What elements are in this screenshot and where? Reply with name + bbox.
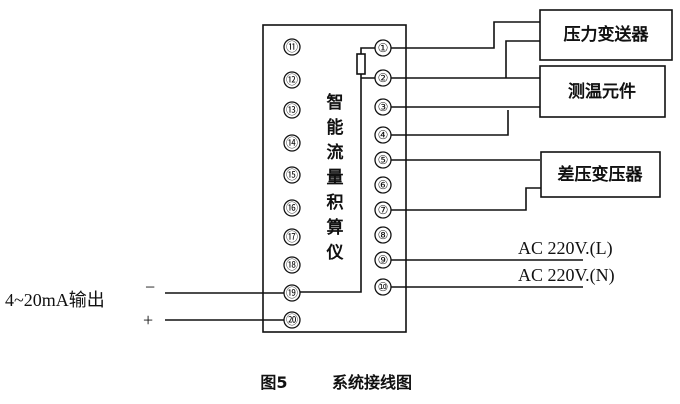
terminal-label: ⑫ bbox=[286, 73, 298, 87]
power-neutral-label: AC 220V.(N) bbox=[518, 265, 615, 286]
wire-1 bbox=[383, 21, 540, 49]
output-wires bbox=[165, 292, 292, 321]
instrument-name-char: 能 bbox=[327, 117, 344, 138]
terminal-label: ⑱ bbox=[286, 258, 298, 272]
terminal-19: ⑲ bbox=[283, 284, 301, 302]
terminal-label: ⑨ bbox=[378, 253, 389, 267]
terminal-label: ① bbox=[378, 41, 389, 55]
wire-2 bbox=[383, 40, 540, 79]
wire-7 bbox=[383, 187, 541, 211]
terminal-label: ⑪ bbox=[286, 40, 298, 54]
terminal-label: ⑯ bbox=[286, 201, 298, 215]
wire-4 bbox=[383, 110, 509, 136]
terminal-4: ④ bbox=[374, 126, 392, 144]
temperature-sensor-box: 测温元件 bbox=[539, 65, 666, 118]
terminal-2: ② bbox=[374, 69, 392, 87]
terminal-label: ⑰ bbox=[286, 230, 298, 244]
instrument-name-char: 仪 bbox=[326, 243, 345, 263]
terminal-8: ⑧ bbox=[374, 226, 392, 244]
terminal-label: ⑭ bbox=[286, 136, 298, 150]
pressure-transmitter-label: 压力变送器 bbox=[564, 24, 650, 45]
terminal-label: ⑧ bbox=[378, 228, 389, 242]
figure-number: 图5 bbox=[260, 373, 287, 392]
terminal-11: ⑪ bbox=[283, 38, 301, 56]
terminal-label: ⑳ bbox=[286, 313, 298, 327]
terminal-5: ⑤ bbox=[374, 151, 392, 169]
terminal-12: ⑫ bbox=[283, 71, 301, 89]
terminal-10: ⑩ bbox=[374, 278, 392, 296]
terminal-label: ④ bbox=[378, 128, 389, 142]
terminal-label: ⑬ bbox=[286, 103, 298, 117]
terminal-18: ⑱ bbox=[283, 256, 301, 274]
terminal-3: ③ bbox=[374, 98, 392, 116]
differential-pressure-label: 差压变压器 bbox=[558, 164, 644, 185]
output-minus-sign: − bbox=[145, 277, 155, 297]
terminal-9: ⑨ bbox=[374, 251, 392, 269]
instrument-name-char: 智 bbox=[327, 92, 344, 113]
terminal-14: ⑭ bbox=[283, 134, 301, 152]
pressure-transmitter-box: 压力变送器 bbox=[539, 9, 673, 61]
instrument-name-char: 算 bbox=[326, 217, 344, 238]
terminal-label: ⑤ bbox=[378, 153, 389, 167]
power-line-label: AC 220V.(L) bbox=[518, 238, 613, 259]
resistor-icon bbox=[356, 53, 366, 75]
instrument-name-char: 流 bbox=[327, 142, 344, 163]
terminal-label: ⑩ bbox=[378, 280, 389, 294]
terminal-13: ⑬ bbox=[283, 101, 301, 119]
terminal-label: ⑦ bbox=[378, 203, 389, 217]
output-plus-sign: + bbox=[143, 310, 153, 330]
left-terminals: ⑪ ⑫ ⑬ ⑭ ⑮ ⑯ ⑰ ⑱ ⑲ ⑳ bbox=[283, 38, 301, 329]
terminal-6: ⑥ bbox=[374, 176, 392, 194]
instrument-name-char: 量 bbox=[327, 167, 344, 188]
terminal-label: ③ bbox=[378, 100, 389, 114]
instrument-name: 智 能 流 量 积 算 仪 bbox=[326, 92, 345, 263]
instrument-name-char: 积 bbox=[327, 193, 344, 213]
terminal-label: ⑮ bbox=[286, 168, 298, 182]
figure-title: 系统接线图 bbox=[332, 373, 412, 392]
terminal-16: ⑯ bbox=[283, 199, 301, 217]
terminal-1: ① bbox=[374, 39, 392, 57]
temperature-sensor-label: 测温元件 bbox=[568, 81, 636, 102]
differential-pressure-box: 差压变压器 bbox=[540, 151, 661, 198]
instrument-box bbox=[262, 24, 407, 333]
terminal-17: ⑰ bbox=[283, 228, 301, 246]
output-label: 4~20mA输出 bbox=[5, 290, 105, 310]
terminal-label: ⑲ bbox=[286, 286, 298, 300]
terminal-15: ⑮ bbox=[283, 166, 301, 184]
terminal-20: ⑳ bbox=[283, 311, 301, 329]
terminal-label: ⑥ bbox=[378, 178, 389, 192]
right-terminals: ① ② ③ ④ ⑤ ⑥ ⑦ ⑧ ⑨ ⑩ bbox=[374, 39, 392, 296]
terminal-label: ② bbox=[378, 71, 389, 85]
terminal-7: ⑦ bbox=[374, 201, 392, 219]
